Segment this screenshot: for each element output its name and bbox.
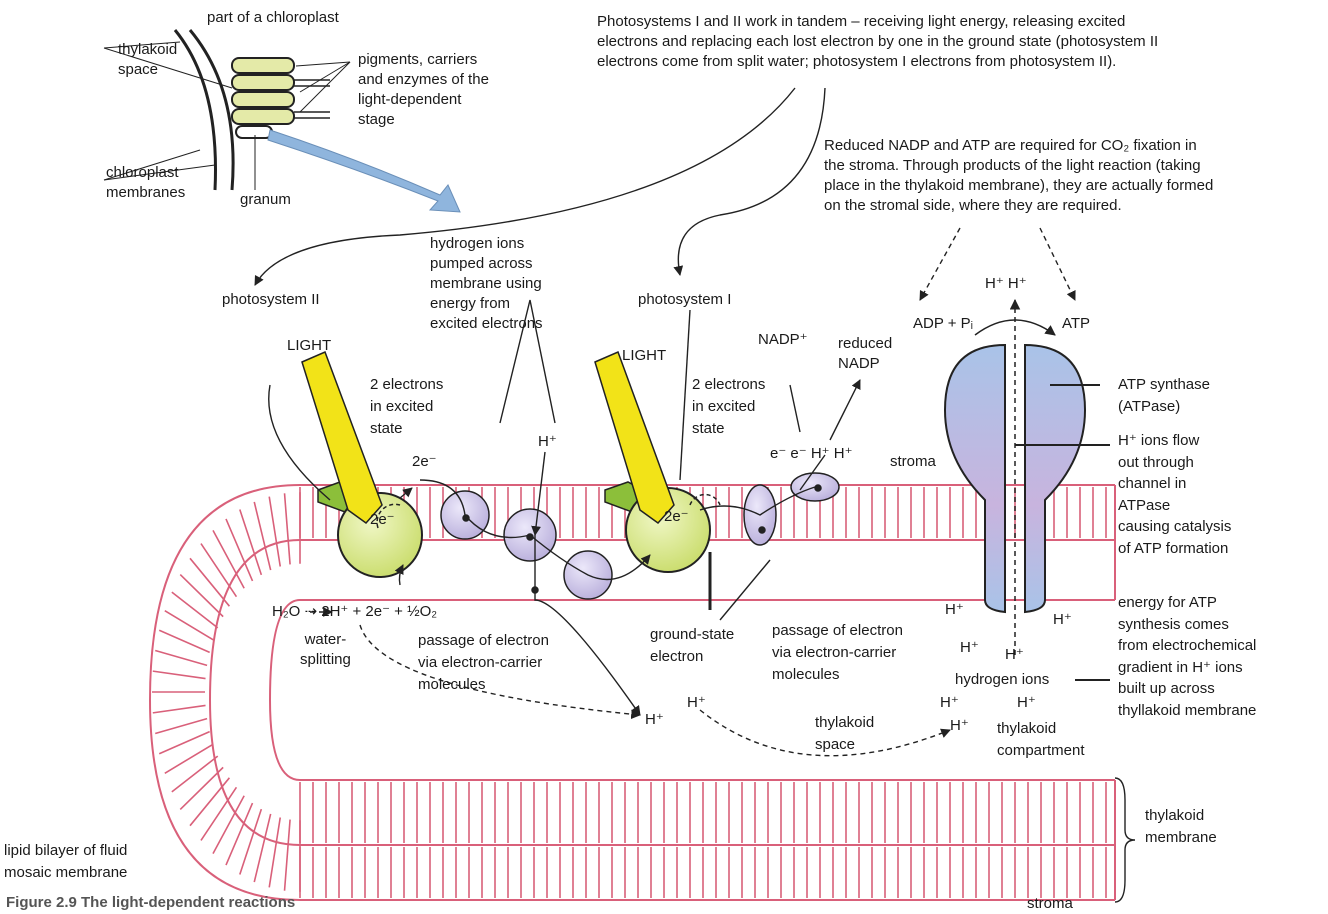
h-plus-2: H⁺ xyxy=(1053,610,1072,630)
h-plus-6: H⁺ xyxy=(1017,693,1036,713)
h-plus-7: H⁺ xyxy=(950,716,969,736)
atp-synthase xyxy=(945,300,1110,655)
lipid-tick xyxy=(201,544,236,597)
atp-label: ATP xyxy=(1062,314,1090,334)
lipid-tick xyxy=(213,530,244,588)
water-splitting-label: water-splitting xyxy=(300,630,351,670)
stroma-bottom-label: stroma xyxy=(1027,894,1073,914)
lipid-tick xyxy=(269,817,280,887)
lipid-tick xyxy=(226,519,253,581)
lipid-tick xyxy=(153,671,206,678)
h-plus-top: H⁺ H⁺ xyxy=(985,274,1027,294)
lipid-tick xyxy=(285,820,291,891)
top-note: Photosystems I and II work in tandem – r… xyxy=(597,12,1158,72)
hydrogen-ions-label: hydrogen ions xyxy=(955,670,1049,690)
h-plus-8: H⁺ xyxy=(645,710,664,730)
h-plus-4: H⁺ xyxy=(1005,645,1024,665)
h-plus-1: H⁺ xyxy=(945,600,964,620)
zoom-arrow xyxy=(268,130,460,212)
two-electrons-out: 2e⁻ xyxy=(412,452,437,472)
lipid-tick xyxy=(180,575,223,617)
lipid-tick xyxy=(213,796,244,854)
photosystem-ii-label: photosystem II xyxy=(222,290,320,310)
nadp-plus-label: NADP⁺ xyxy=(758,330,808,350)
water-equation: H₂O ⇢ 2H⁺ + 2e⁻ + ½O₂ xyxy=(272,602,437,622)
atp-synthase-label: ATP synthase(ATPase) xyxy=(1118,374,1210,418)
inset-thylakoid-label: thylakoid xyxy=(118,40,177,60)
inset-space-label: space xyxy=(118,60,158,80)
inset-title: part of a chloroplast xyxy=(207,8,339,28)
two-electrons-ps1: 2e⁻ xyxy=(664,507,689,527)
e-e-h-h-label: e⁻ e⁻ H⁺ H⁺ xyxy=(770,444,853,464)
lipid-tick xyxy=(155,719,207,734)
inset-granum-label: granum xyxy=(240,190,291,210)
figure-caption: Figure 2.9 The light-dependent reactions xyxy=(6,893,295,913)
lipid-tick xyxy=(285,493,291,564)
h-plus-9: H⁺ xyxy=(687,693,706,713)
granum-stack xyxy=(232,58,330,138)
lipid-tick xyxy=(172,592,218,628)
thylakoid-membrane-brace xyxy=(1115,778,1135,902)
light-label-ps2: LIGHT xyxy=(287,336,331,356)
lipid-tick xyxy=(226,803,253,865)
adp-label: ADP + Pᵢ xyxy=(913,314,973,334)
two-electrons-ps2: 2e⁻ xyxy=(370,510,395,530)
membrane-lipid-ticks xyxy=(152,487,1106,898)
lipid-tick xyxy=(180,767,223,809)
lipid-tick xyxy=(201,787,236,840)
lipid-tick xyxy=(155,650,207,665)
lipid-tick xyxy=(190,778,229,826)
right-note: Reduced NADP and ATP are required for CO… xyxy=(824,136,1213,216)
h-plus-pump: H⁺ xyxy=(538,432,557,452)
light-label-ps1: LIGHT xyxy=(622,346,666,366)
lipid-tick xyxy=(153,705,206,712)
lipid-tick xyxy=(190,558,229,606)
h-plus-5: H⁺ xyxy=(940,693,959,713)
h-plus-3: H⁺ xyxy=(960,638,979,658)
stroma-label: stroma xyxy=(890,452,936,472)
photosystem-i-label: photosystem I xyxy=(638,290,731,310)
lipid-tick xyxy=(269,497,280,567)
lipid-tick xyxy=(172,756,218,792)
